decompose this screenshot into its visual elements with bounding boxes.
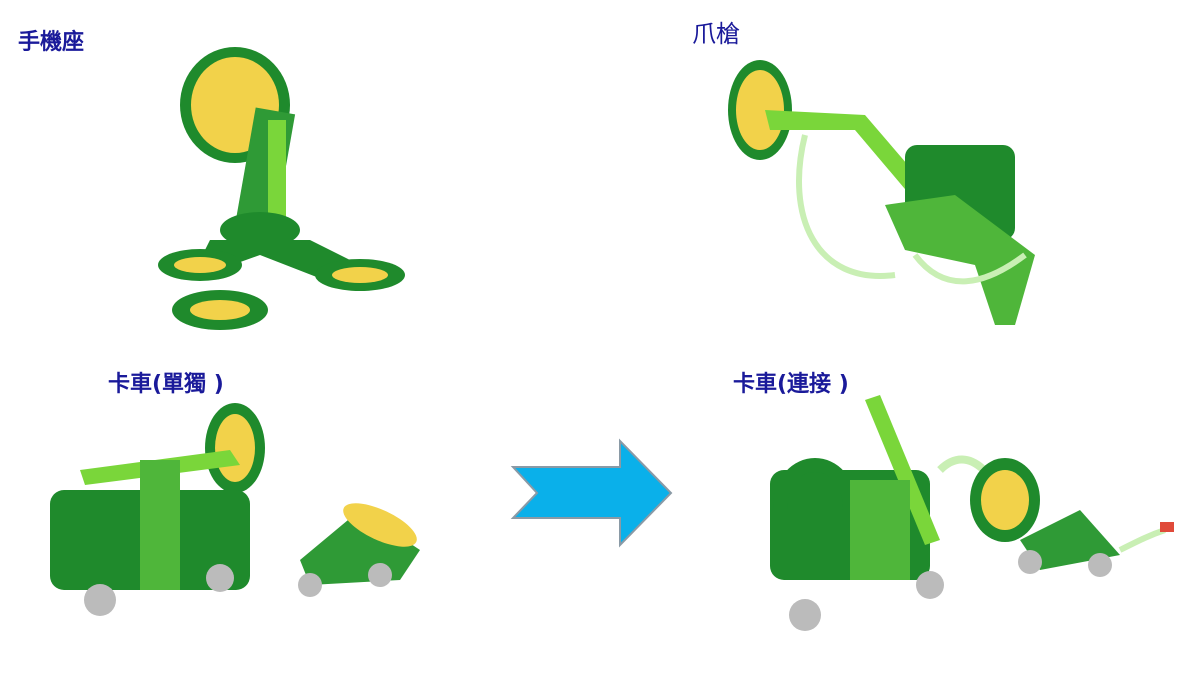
- truck-single-image: [50, 403, 420, 616]
- truck-connected-image: [770, 395, 1174, 631]
- label-truck-connected: 卡車(連接 ): [733, 372, 849, 397]
- right-arrow-icon: [510, 438, 673, 548]
- label-phone-stand: 手機座: [18, 30, 85, 55]
- label-claw-gun: 爪槍: [692, 20, 740, 48]
- label-truck-single: 卡車(單獨 ): [108, 372, 224, 397]
- claw-gun-image: [728, 60, 1035, 325]
- phone-stand-image: [158, 47, 405, 330]
